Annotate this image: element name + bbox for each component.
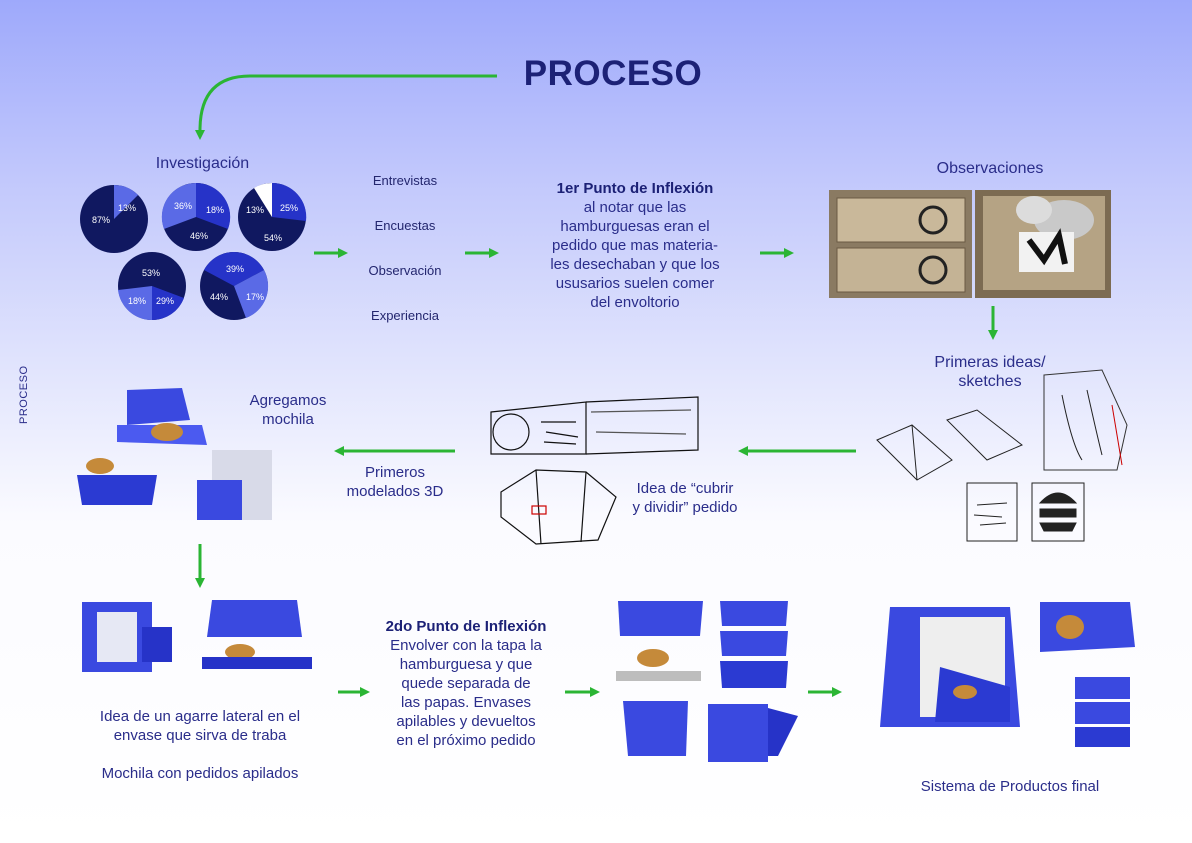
agregamos-line: Agregamos — [249, 392, 327, 409]
agregamos-line: mochila — [262, 411, 314, 428]
inflexion-2-line: hamburguesa y que — [399, 656, 533, 673]
pie-chart-4: 53% 18% 29% — [118, 252, 186, 321]
primeras-ideas-line: Primeras ideas/ — [934, 354, 1046, 371]
primeras-ideas-line: sketches — [958, 373, 1022, 390]
mochila-apilados-label: Mochila con pedidos apilados — [101, 765, 299, 782]
idea-cubrir-line: Idea de “cubrir — [636, 480, 734, 497]
primeros-modelados-line: Primeros — [364, 464, 425, 481]
pie-label: 46% — [190, 231, 208, 241]
inflexion-1-line: al notar que las — [583, 199, 687, 216]
inflexion-1-line: les desechaban y que los — [550, 256, 720, 273]
sistema-final-render — [880, 602, 1135, 747]
agarre-label: Idea de un agarre lateral en el envase q… — [50, 707, 350, 745]
pie-label: 29% — [156, 296, 174, 306]
pie-label: 13% — [118, 203, 136, 213]
pie-label: 53% — [142, 268, 160, 278]
method-experiencia: Experiencia — [371, 308, 439, 323]
page-title: PROCESO — [523, 54, 703, 93]
inflexion-2-block: 2do Punto de Inflexión Envolver con la t… — [366, 617, 566, 750]
inflexion-2-line: quede separada de — [401, 675, 531, 692]
inflexion-1-line: pedido que mas materia- — [552, 237, 718, 254]
pie-label: 18% — [206, 205, 224, 215]
investigacion-label: Investigación — [155, 155, 250, 172]
idea-cubrir-label: Idea de “cubrir y dividir” pedido — [610, 479, 760, 517]
pie-chart-3: 13% 25% 54% — [238, 182, 307, 251]
observaciones-photo — [829, 190, 1111, 298]
pie-label: 87% — [92, 215, 110, 225]
modelados-3d-renders — [77, 388, 272, 520]
inflexion-2-line: las papas. Envases — [400, 694, 532, 711]
primeras-ideas-label: Primeras ideas/ sketches — [915, 353, 1065, 391]
method-encuestas: Encuestas — [374, 218, 436, 233]
pie-label: 18% — [128, 296, 146, 306]
inflexion-1-line: hamburguesas eran el — [560, 218, 710, 235]
method-entrevistas: Entrevistas — [372, 173, 438, 188]
agregamos-label: Agregamos mochila — [218, 391, 358, 429]
pie-chart-1: 87% 13% — [80, 185, 148, 253]
idea-cubrir-sketch — [490, 396, 699, 545]
arrow-title-to-investigacion — [195, 74, 497, 140]
primeros-modelados-line: modelados 3D — [346, 483, 444, 500]
inflexion-1-line: del envoltorio — [590, 294, 680, 311]
pie-label: 39% — [226, 264, 244, 274]
inflexion-1-line: ususarios suelen comer — [555, 275, 715, 292]
sistema-final-label: Sistema de Productos final — [920, 778, 1100, 795]
primeros-modelados-label: Primeros modelados 3D — [325, 463, 465, 501]
pie-label: 44% — [210, 292, 228, 302]
inflexion-1-heading: 1er Punto de Inflexión — [556, 180, 714, 197]
observaciones-label: Observaciones — [936, 160, 1044, 177]
pie-label: 36% — [174, 201, 192, 211]
idea-cubrir-line: y dividir” pedido — [632, 499, 738, 516]
pie-chart-5: 39% 44% 17% — [200, 252, 269, 320]
inflexion-2-line: en el próximo pedido — [396, 732, 536, 749]
investigacion-pie-charts: 87% 13% 36% 18% 46% 13% 25% 54% 53% 18% … — [80, 182, 307, 321]
pie-label: 54% — [264, 233, 282, 243]
agarre-line: Idea de un agarre lateral en el — [99, 708, 301, 725]
pie-chart-2: 36% 18% 46% — [161, 182, 231, 251]
inflexion-2-line: apilables y devueltos — [396, 713, 536, 730]
agarre-renders — [82, 600, 312, 672]
inflexion-2-heading: 2do Punto de Inflexión — [385, 618, 547, 635]
pie-label: 17% — [246, 292, 264, 302]
inflexion-1-block: 1er Punto de Inflexión al notar que las … — [515, 179, 755, 312]
sketches-drawing — [876, 369, 1128, 542]
envases-apilables-renders — [616, 601, 798, 762]
agarre-line: envase que sirva de traba — [113, 727, 287, 744]
method-observacion: Observación — [368, 263, 442, 278]
inflexion-2-line: Envolver con la tapa la — [390, 637, 542, 654]
pie-label: 13% — [246, 205, 264, 215]
pie-label: 25% — [280, 203, 298, 213]
